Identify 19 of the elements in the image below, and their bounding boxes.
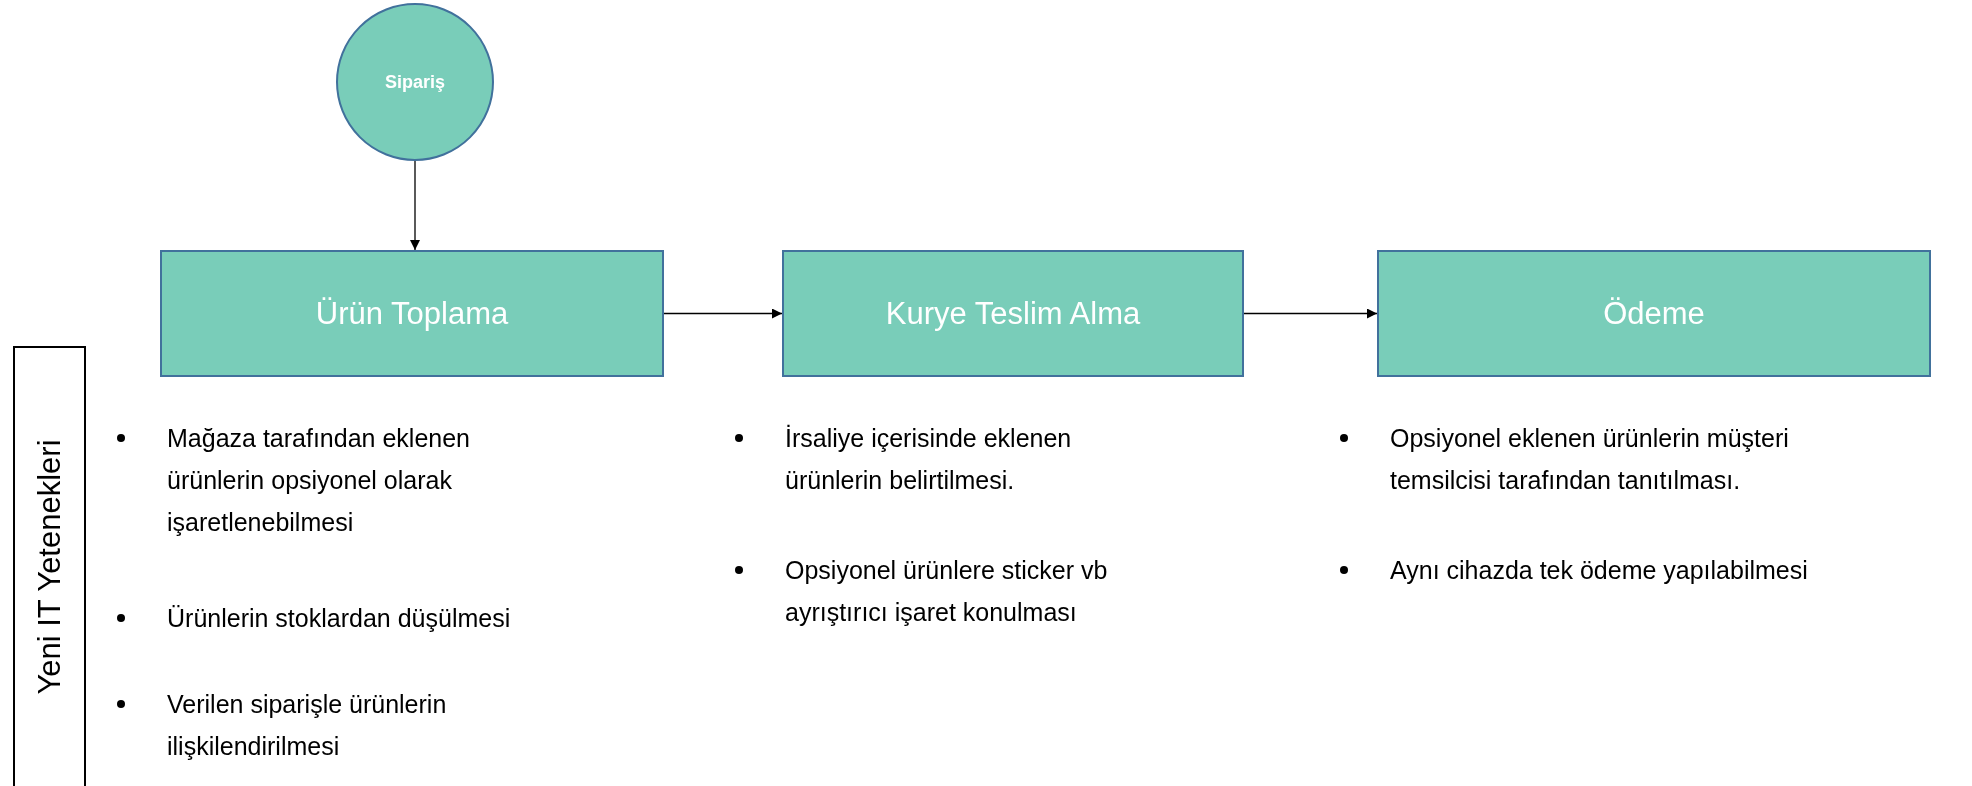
arrow: [1243, 308, 1378, 319]
node-label: Ödeme: [1603, 295, 1705, 332]
bullet-text: Verilen siparişle ürünlerin ilişkilendirilmesi: [167, 689, 448, 762]
process-box: [160, 250, 664, 377]
bullet-text: Ürünlerin stoklardan düşülmesi: [167, 603, 512, 634]
side-label-box: [13, 346, 86, 786]
bullet-text: Mağaza tarafından eklenen ürünlerin opsiyonel olarak işaretlenebilmesi: [167, 423, 471, 538]
vertical-label: Yeni IT Yetenekleri: [31, 439, 68, 695]
node-label: Sipariş: [385, 71, 445, 93]
bullet-text: Opsiyonel ürünlere sticker vb ayrıştırıcı işaret konulması: [785, 555, 1109, 628]
process-box: [1377, 250, 1931, 377]
node-label: Kurye Teslim Alma: [885, 295, 1141, 332]
process-box: [782, 250, 1244, 377]
node-label: Ürün Toplama: [315, 295, 509, 332]
arrow: [663, 308, 783, 319]
bullet-text: Opsiyonel eklenen ürünlerin müşteri temsilcisi tarafından tanıtılması.: [1390, 423, 1790, 496]
bullet-text: İrsaliye içerisinde eklenen ürünlerin belirtilmesi.: [785, 423, 1073, 496]
bullet-text: Aynı cihazda tek ödeme yapılabilmesi: [1390, 555, 1809, 586]
arrow: [410, 160, 420, 251]
